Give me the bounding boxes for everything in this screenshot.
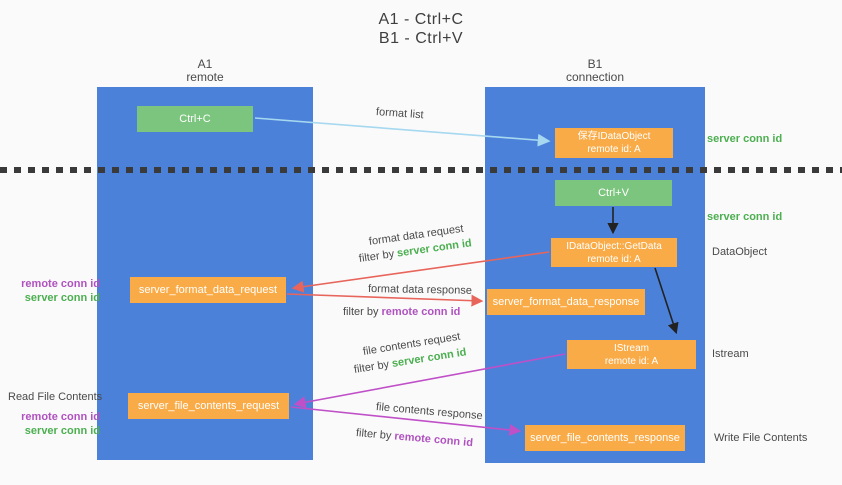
node-server-file-contents-request: server_file_contents_request bbox=[128, 393, 289, 419]
lane-a1-role: remote bbox=[186, 70, 224, 84]
node-idataobject-getdata: IDataObject::GetData remote id: A bbox=[551, 238, 677, 267]
flow-label-format-data-response: format data response bbox=[367, 283, 473, 297]
node-istream: IStream remote id: A bbox=[567, 340, 696, 369]
filter-prefix: filter by bbox=[358, 247, 398, 265]
flow-label-file-contents-response: file contents response bbox=[375, 401, 484, 423]
lane-header-b1: B1 connection bbox=[485, 58, 705, 84]
node-ctrl-c: Ctrl+C bbox=[137, 106, 253, 132]
annotation-server-conn-id-2: server conn id bbox=[24, 425, 100, 437]
annotation-dataobject: DataObject bbox=[712, 246, 768, 258]
node-save-idataobject-line1: 保存IDataObject bbox=[577, 131, 651, 142]
flow-label-format-list: format list bbox=[375, 106, 424, 122]
node-server-format-data-request-label: server_format_data_request bbox=[138, 283, 278, 296]
filter-value-remote-conn-id: remote conn id bbox=[381, 306, 461, 318]
annotation-remote-conn-id-2: remote conn id bbox=[21, 411, 100, 423]
node-istream-line2: remote id: A bbox=[604, 355, 659, 367]
node-istream-line1: IStream bbox=[613, 342, 649, 354]
node-getdata-line1: IDataObject::GetData bbox=[566, 240, 662, 252]
node-save-idataobject-line2: remote id: A bbox=[587, 144, 641, 155]
node-server-file-contents-response: server_file_contents_response bbox=[525, 425, 685, 451]
lane-b1-name: B1 bbox=[587, 57, 603, 71]
section-divider bbox=[0, 167, 842, 173]
annotation-istream: Istream bbox=[712, 348, 749, 360]
node-ctrl-v: Ctrl+V bbox=[555, 180, 672, 206]
annotation-server-conn-id-top: server conn id bbox=[707, 133, 783, 145]
filter-prefix: filter by bbox=[343, 306, 382, 318]
annotation-remote-conn-id-1: remote conn id bbox=[21, 278, 100, 290]
node-getdata-line2: remote id: A bbox=[587, 253, 641, 265]
annotation-read-file-contents: Read File Contents bbox=[8, 391, 103, 403]
filter-prefix: filter by bbox=[353, 358, 393, 376]
filter-value-remote-conn-id: remote conn id bbox=[393, 430, 474, 450]
annotation-write-file-contents: Write File Contents bbox=[714, 432, 808, 444]
filter-prefix: filter by bbox=[355, 427, 395, 443]
lane-a1-name: A1 bbox=[197, 57, 213, 71]
node-server-format-data-response: server_format_data_response bbox=[487, 289, 645, 315]
title-line-1: A1 - Ctrl+C bbox=[378, 11, 464, 28]
node-server-format-data-response-label: server_format_data_response bbox=[492, 295, 640, 308]
diagram-title: A1 - Ctrl+C B1 - Ctrl+V bbox=[0, 10, 842, 48]
node-save-idataobject: 保存IDataObject remote id: A bbox=[555, 128, 673, 158]
node-server-file-contents-request-label: server_file_contents_request bbox=[137, 399, 280, 412]
node-server-format-data-request: server_format_data_request bbox=[130, 277, 286, 303]
annotation-server-conn-id-1: server conn id bbox=[24, 292, 100, 304]
lane-b1-role: connection bbox=[565, 70, 625, 84]
node-ctrl-c-label: Ctrl+C bbox=[179, 112, 211, 125]
node-server-file-contents-response-label: server_file_contents_response bbox=[530, 431, 680, 444]
annotation-server-conn-id-mid: server conn id bbox=[707, 211, 783, 223]
node-ctrl-v-label: Ctrl+V bbox=[598, 186, 629, 199]
lane-header-a1: A1 remote bbox=[97, 58, 313, 84]
flow-filter-file-contents-response: filter by remote conn id bbox=[355, 427, 473, 449]
title-line-2: B1 - Ctrl+V bbox=[378, 30, 464, 47]
flow-filter-format-data-response: filter by remote conn id bbox=[343, 306, 460, 318]
